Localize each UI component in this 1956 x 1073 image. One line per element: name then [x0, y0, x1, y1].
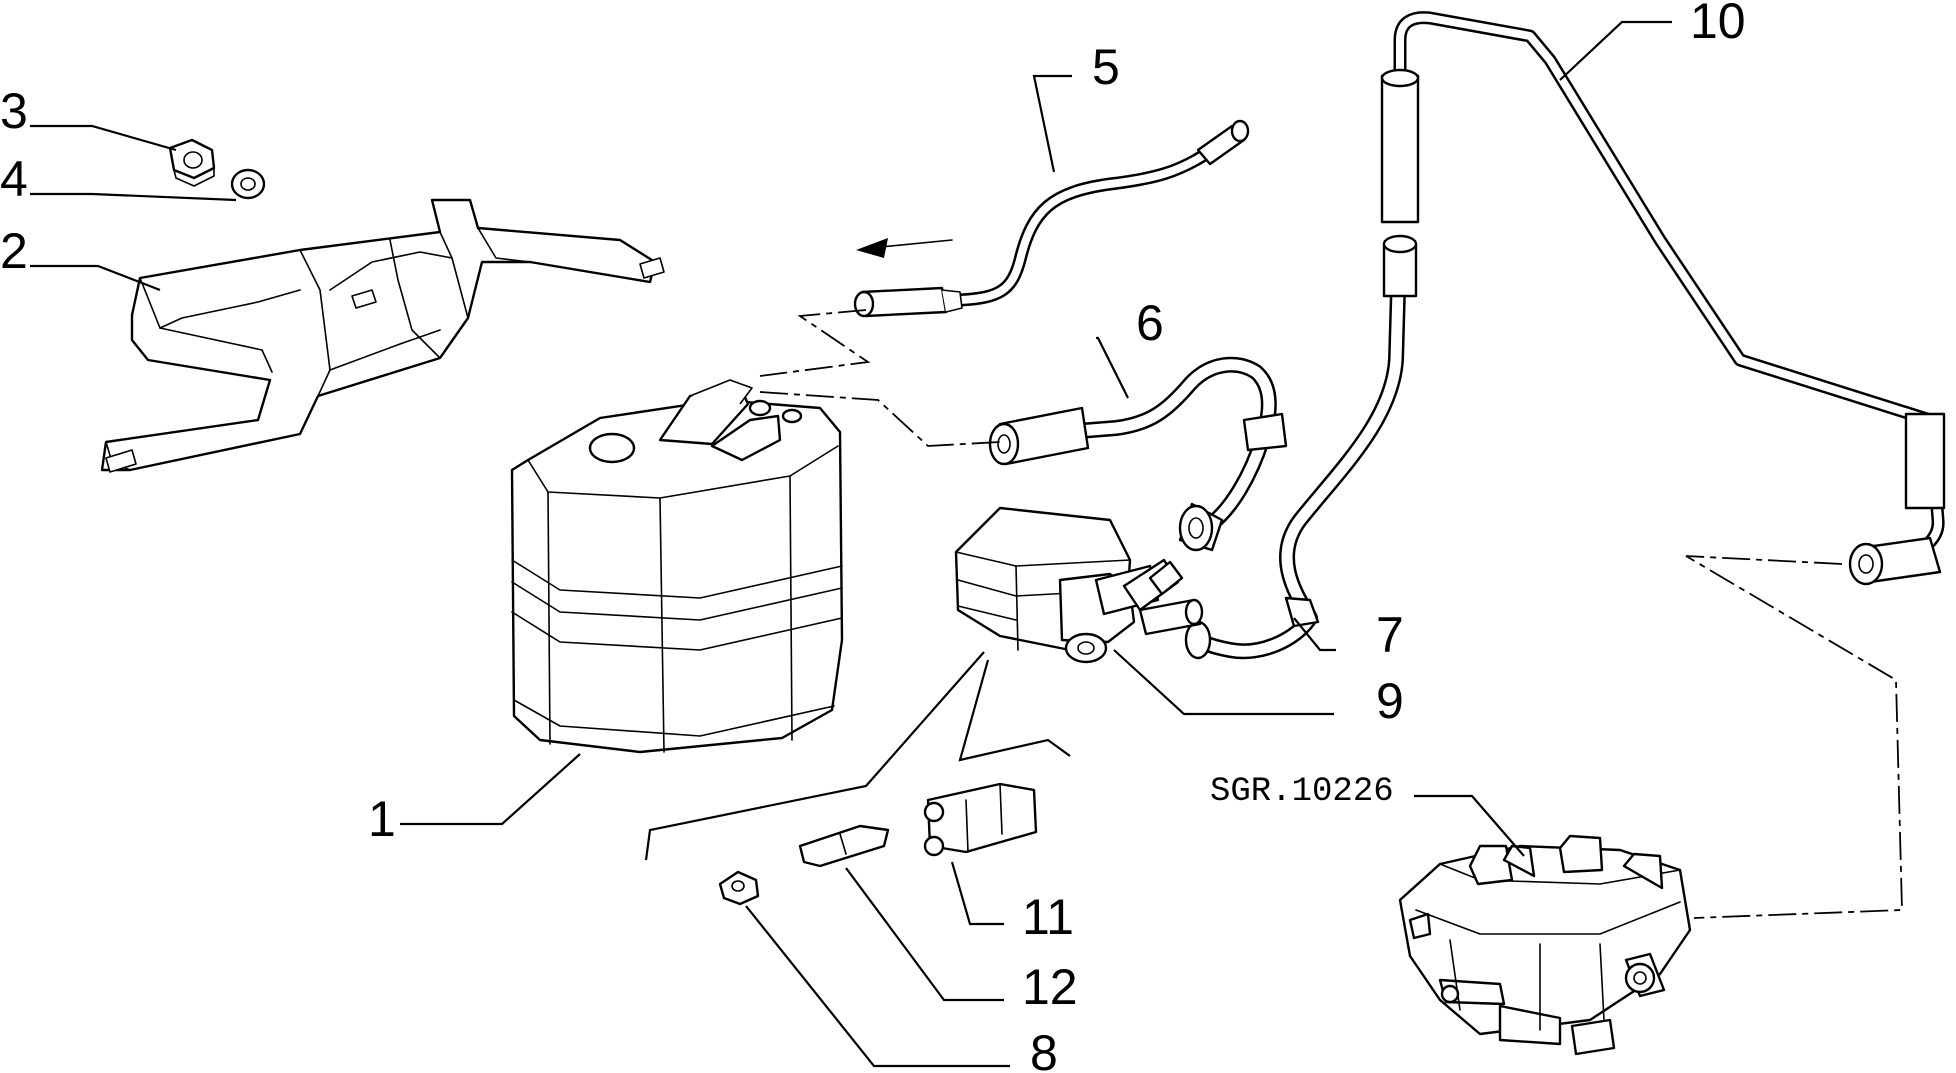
wiring-guide: [644, 651, 1071, 861]
part-7-hose: [1184, 234, 1418, 660]
callout-6: 6: [1136, 295, 1164, 351]
part-6-hose: [988, 356, 1288, 552]
callout-2: 2: [0, 223, 28, 279]
callout-3: 3: [0, 83, 28, 139]
flow-arrow: [856, 238, 953, 258]
callout-8: 8: [1030, 1025, 1058, 1073]
callout-9: 9: [1376, 673, 1404, 729]
reference-code: SGR.10226: [1210, 773, 1394, 811]
part-9-solenoid-valve: [954, 506, 1204, 664]
part-12-terminal: [798, 824, 890, 868]
callout-5: 5: [1092, 39, 1120, 95]
connection-lines: [759, 309, 1903, 919]
callout-4: 4: [0, 151, 28, 207]
part-1-canister: [510, 379, 844, 754]
callout-7: 7: [1376, 607, 1404, 663]
part-4-washer: [230, 168, 266, 200]
part-11-connector: [923, 782, 1038, 857]
throttle-body: [1398, 834, 1692, 1056]
part-2-bracket: [100, 198, 665, 473]
callout-1: 1: [368, 791, 396, 847]
part-10-pipe: [1380, 11, 1946, 586]
leader-lines: [30, 20, 1672, 1068]
part-3-nut: [168, 138, 216, 187]
callout-labels: 3 4 2 5 6 7 9 10 1 11 12 8 SGR.10226: [0, 0, 1746, 1073]
part-5-pipe: [853, 119, 1250, 318]
callout-12: 12: [1022, 959, 1078, 1015]
part-8-screw: [718, 870, 760, 906]
callout-11: 11: [1022, 889, 1074, 945]
callout-10: 10: [1690, 0, 1746, 49]
